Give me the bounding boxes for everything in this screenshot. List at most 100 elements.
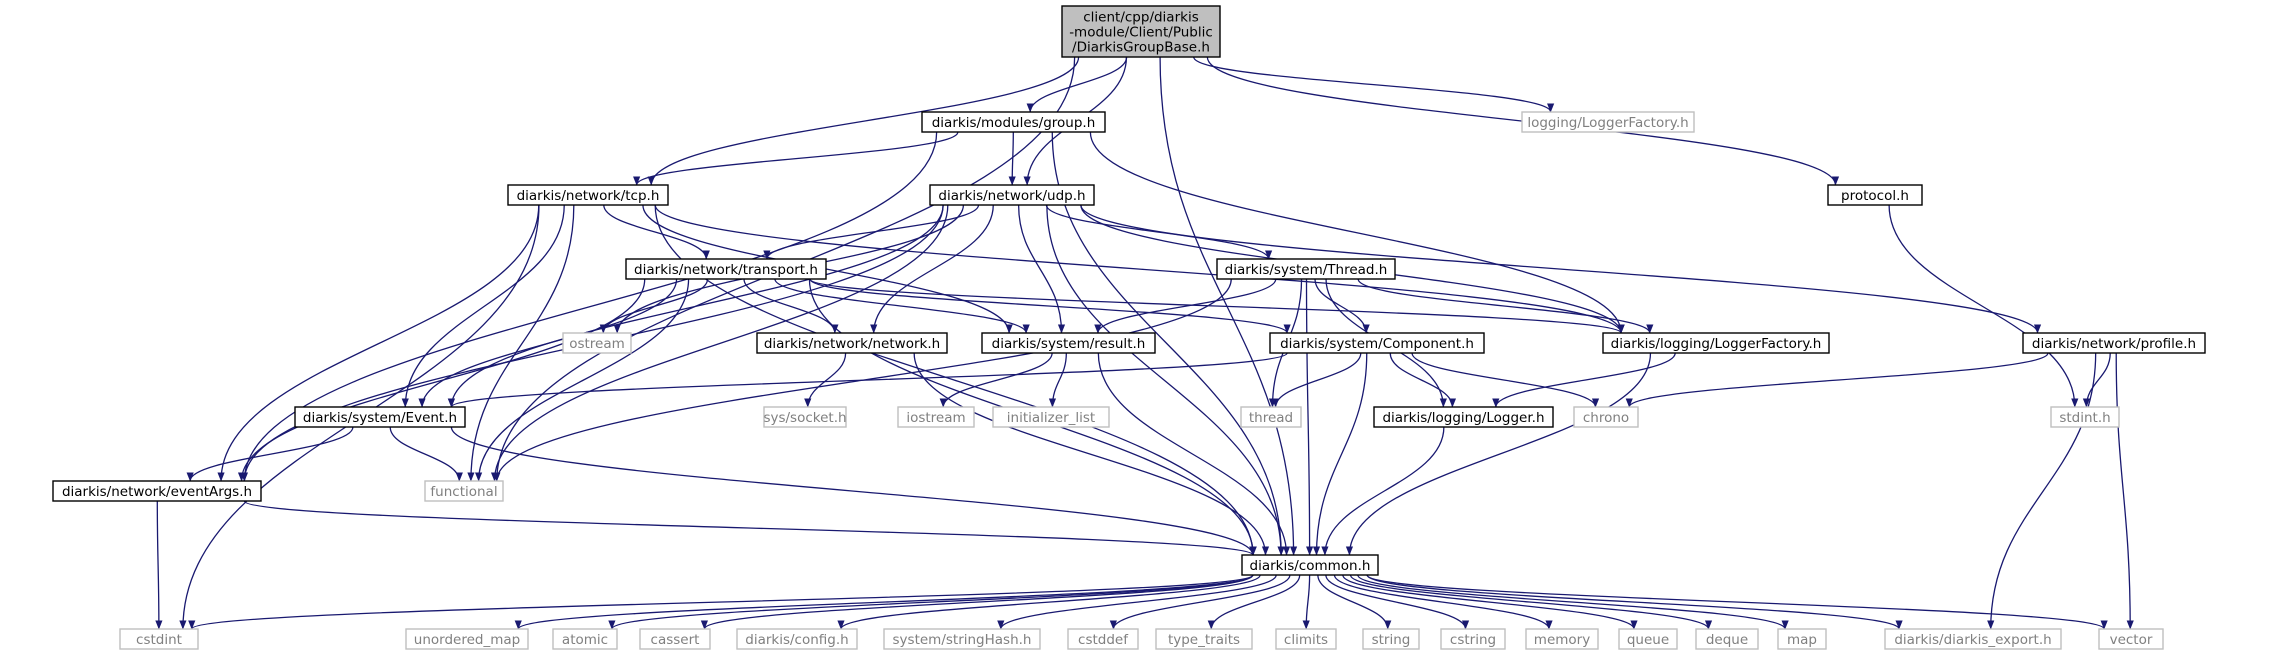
node-functional: functional: [424, 480, 504, 502]
node-box: [1695, 628, 1759, 650]
edge-root-to-group_h: [1026, 56, 1128, 113]
edge-protocol_h-to-stdint_h: [1888, 204, 2079, 408]
node-logger_h[interactable]: diarkis/logging/Logger.h: [1373, 406, 1554, 428]
node-box: [883, 628, 1041, 650]
node-box: [1061, 5, 1221, 58]
edge-component_h-to-event_h: [448, 352, 1288, 408]
node-label: diarkis/system/Event.h: [303, 410, 457, 426]
edge-component_h-to-chrono: [1411, 352, 1600, 408]
node-box: [1373, 406, 1554, 428]
node-label: climits: [1284, 632, 1328, 648]
node-cassert: cassert: [639, 628, 711, 650]
edge-group_h-to-loggerfactory_h: [1089, 131, 1625, 334]
node-tcp_h[interactable]: diarkis/network/tcp.h: [507, 184, 669, 206]
node-box: [1440, 628, 1506, 650]
edge-transport_h-to-component_h: [809, 278, 1291, 334]
node-cstring: cstring: [1440, 628, 1506, 650]
edge-thread_h-to-component_h: [1314, 278, 1370, 334]
node-label: vector: [2110, 632, 2153, 648]
edge-transport_h-to-loggerfactory_h: [809, 278, 1625, 334]
edge-transport_h-to-result_h: [774, 278, 1030, 334]
node-loggerfactory_h[interactable]: diarkis/logging/LoggerFactory.h: [1602, 332, 1830, 354]
node-label: diarkis/logging/LoggerFactory.h: [1611, 336, 1822, 352]
node-box: [2022, 332, 2206, 354]
node-label: cstdint: [136, 632, 182, 648]
node-type_traits: type_traits: [1155, 628, 1253, 650]
node-network_h[interactable]: diarkis/network/network.h: [756, 332, 948, 354]
edge-group_h-to-udp_h: [1008, 131, 1016, 186]
node-thread: thread: [1240, 406, 1302, 428]
node-label: diarkis/system/result.h: [992, 336, 1146, 352]
edge-udp_h-to-transport_h: [763, 204, 980, 260]
node-result_h[interactable]: diarkis/system/result.h: [981, 332, 1156, 354]
edge-tcp_h-to-event_h: [401, 204, 565, 408]
node-deque: deque: [1695, 628, 1759, 650]
edge-root-to-logging_loggerfactory_ext: [1193, 56, 1555, 113]
edge-component_h-to-thread: [1271, 352, 1362, 408]
node-box: [1618, 628, 1678, 650]
edge-group_h-to-eventargs_h: [240, 131, 938, 482]
node-label: cassert: [651, 632, 700, 648]
node-label: diarkis/modules/group.h: [932, 115, 1096, 131]
node-label: protocol.h: [1841, 188, 1909, 204]
node-group_h[interactable]: diarkis/modules/group.h: [921, 111, 1106, 133]
edge-common_h-to-queue: [1342, 574, 1638, 630]
node-label: -module/Client/Public: [1069, 25, 1213, 41]
node-box: [763, 406, 847, 428]
node-thread_h[interactable]: diarkis/system/Thread.h: [1216, 258, 1396, 280]
edge-eventargs_h-to-cstdint: [155, 500, 163, 630]
node-label: chrono: [1583, 410, 1629, 426]
node-climits: climits: [1275, 628, 1337, 650]
node-box: [1602, 332, 1830, 354]
edge-tcp_h-to-functional: [467, 204, 575, 482]
edge-transport_h-to-functional: [475, 278, 690, 482]
node-box: [1777, 628, 1827, 650]
node-transport_h[interactable]: diarkis/network/transport.h: [625, 258, 827, 280]
node-label: diarkis/system/Thread.h: [1225, 262, 1388, 278]
edge-result_h-to-iostream: [939, 352, 1053, 408]
edge-udp_h-to-event_h: [447, 204, 944, 408]
node-label: type_traits: [1168, 632, 1240, 648]
node-box: [929, 184, 1095, 206]
node-label: diarkis/diarkis_export.h: [1894, 632, 2051, 648]
edge-udp_h-to-network_h: [870, 204, 994, 334]
node-event_h[interactable]: diarkis/system/Event.h: [294, 406, 466, 428]
edge-profile_h-to-diarkis_export_h: [1987, 352, 2097, 630]
edge-common_h-to-string: [1317, 574, 1392, 630]
node-socket_h: sys/socket.h: [763, 406, 847, 428]
node-udp_h[interactable]: diarkis/network/udp.h: [929, 184, 1095, 206]
node-profile_h[interactable]: diarkis/network/profile.h: [2022, 332, 2206, 354]
edge-component_h-to-logger_h: [1389, 352, 1457, 408]
edge-common_h-to-climits: [1302, 574, 1311, 630]
node-label: unordered_map: [414, 632, 520, 648]
edge-tcp_h-to-transport_h: [603, 204, 710, 260]
node-label: iostream: [906, 410, 965, 426]
edge-common_h-to-map: [1357, 574, 1789, 630]
edge-event_h-to-common_h: [450, 426, 1257, 556]
edge-common_h-to-memory: [1333, 574, 1553, 630]
node-box: [294, 406, 466, 428]
edge-event_h-to-eventargs_h: [186, 426, 354, 482]
edge-eventargs_h-to-common_h: [243, 500, 1257, 556]
node-eventargs_h[interactable]: diarkis/network/eventArgs.h: [52, 480, 262, 502]
node-map: map: [1777, 628, 1827, 650]
node-box: [1884, 628, 2062, 650]
node-cstdint: cstdint: [119, 628, 199, 650]
node-component_h[interactable]: diarkis/system/Component.h: [1269, 332, 1485, 354]
node-label: client/cpp/diarkis: [1083, 10, 1198, 26]
node-protocol_h[interactable]: protocol.h: [1827, 184, 1923, 206]
edge-logger_h-to-common_h: [1321, 426, 1445, 556]
node-root[interactable]: client/cpp/diarkis-module/Client/Public/…: [1061, 5, 1221, 58]
node-box: [1240, 406, 1302, 428]
edge-common_h-to-cstddef: [1109, 574, 1291, 630]
edge-loggerfactory_h-to-common_h: [1345, 352, 1652, 556]
edge-udp_h-to-result_h: [1017, 204, 1066, 334]
node-box: [639, 628, 711, 650]
edge-thread_h-to-loggerfactory_h: [1357, 278, 1654, 334]
node-common_h[interactable]: diarkis/common.h: [1241, 554, 1379, 576]
edge-result_h-to-common_h: [1097, 352, 1291, 556]
node-box: [562, 332, 632, 354]
node-box: [1521, 111, 1695, 133]
node-box: [1155, 628, 1253, 650]
